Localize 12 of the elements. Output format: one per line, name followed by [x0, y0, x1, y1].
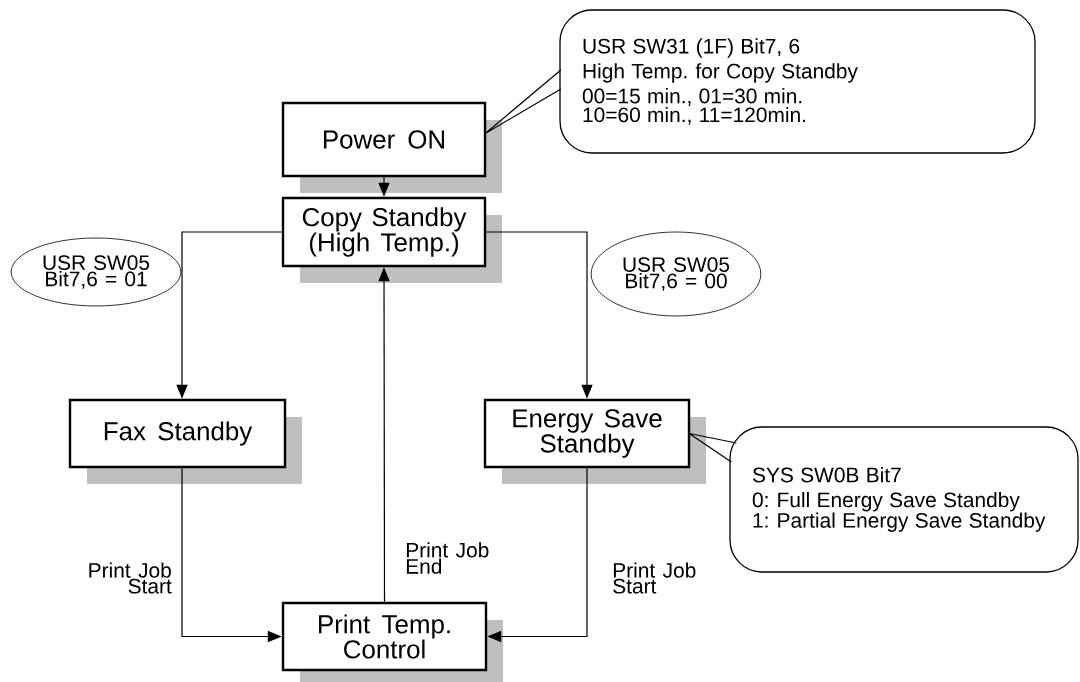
edge-label: Print Job End — [406, 542, 489, 574]
callout-tail — [688, 432, 737, 463]
state-box: Energy Save Standby — [483, 398, 706, 484]
state-box: Power ON — [281, 101, 502, 193]
callout-bubble: SYS SW0B Bit7 0: Full Energy Save Standby 1: Partial Energy Save Standby — [729, 426, 1079, 573]
state-box: Print Temp. Control — [281, 601, 503, 682]
state-box: Fax Standby — [68, 398, 302, 484]
edge-label: Print Job Start — [89, 562, 172, 594]
callout-tail — [484, 69, 562, 135]
callout-bubble: USR SW31 (1F) Bit7, 6 High Temp. for Copy Standby 00=15 min., 01=30 min. 10=60 min., 11=120min. — [559, 9, 1036, 154]
edge-label: Print Job Start — [613, 562, 696, 594]
state-box: Copy Standby (High Temp.) — [281, 196, 502, 283]
